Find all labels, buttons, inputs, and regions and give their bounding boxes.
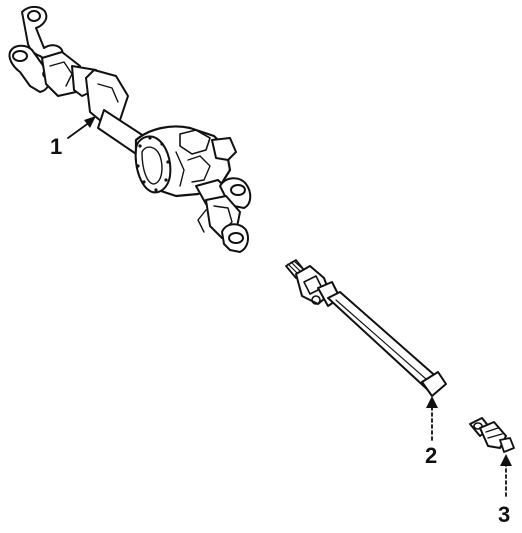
callout-1-label: 1	[50, 134, 62, 159]
axle-housing	[8, 6, 252, 253]
callout-3-arrow-icon	[500, 454, 512, 466]
callout-2-label: 2	[425, 443, 437, 468]
callout-1-leader	[67, 121, 91, 139]
callout-1-arrow-icon	[84, 116, 96, 128]
callout-3-label: 3	[498, 502, 510, 527]
stub-shaft	[469, 417, 515, 453]
callout-3: 3	[498, 454, 512, 527]
axle-shaft	[285, 259, 447, 397]
callout-2-arrow-icon	[426, 396, 438, 408]
callout-1: 1	[50, 116, 96, 159]
callout-2: 2	[425, 396, 438, 468]
